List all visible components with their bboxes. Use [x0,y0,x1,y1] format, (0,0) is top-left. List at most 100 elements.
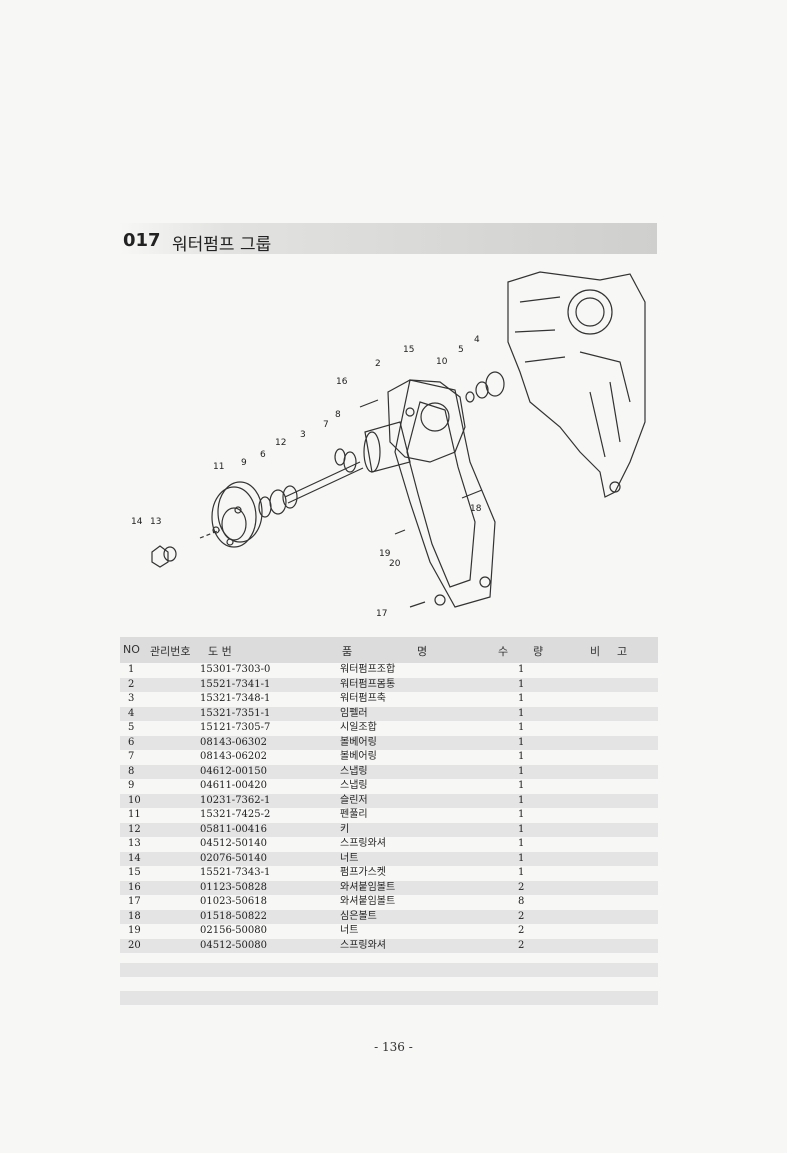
table-row: 14 02076-50140 너트 1 [120,851,658,866]
table-row: 20 04512-50080 스프링와셔 2 [120,938,658,953]
blank-row-bar [120,991,658,1005]
row-quantity: 1 [518,707,525,719]
callout-20: 20 [389,559,401,569]
header-remark-1: 비 [590,645,601,658]
row-quantity: 1 [518,736,525,748]
row-part-name: 스프링와셔 [340,939,386,951]
header-mgmt-no: 관리번호 [150,645,191,658]
row-quantity: 1 [518,867,525,878]
row-part-name: 와셔붙임볼트 [340,881,396,893]
row-no: 20 [128,939,141,951]
row-part-name: 슬린저 [340,794,368,806]
row-part-name: 볼베어링 [340,736,377,748]
section-title-bar [120,223,657,254]
callout-11: 11 [213,462,224,472]
row-part-name: 와셔붙임볼트 [340,896,396,907]
callout-3: 3 [300,430,306,440]
row-quantity: 2 [518,939,525,951]
row-no: 14 [128,852,141,864]
row-no: 12 [128,823,141,835]
exploded-parts-diagram: 15 2 10 5 4 16 8 7 3 12 6 9 11 18 13 14 … [131,271,646,619]
callout-10: 10 [436,357,448,367]
row-part-number: 08143-06302 [200,736,268,748]
callout-13: 13 [150,517,161,527]
header-remark-2: 고 [617,645,628,658]
callout-6: 6 [260,450,266,460]
row-part-name: 볼베어링 [340,751,377,762]
callout-5: 5 [458,345,464,355]
blank-row-bar [120,963,658,977]
row-part-name: 스냅링 [340,765,368,777]
row-part-number: 15321-7425-2 [200,809,271,820]
row-no: 4 [128,707,135,719]
header-name-1: 품 [342,645,353,658]
row-no: 6 [128,736,135,748]
row-part-name: 너트 [340,925,359,936]
row-no: 8 [128,765,135,777]
callout-labels: 15 2 10 5 4 16 8 7 3 12 6 9 11 18 13 14 … [131,335,482,619]
callout-2: 2 [375,359,381,369]
row-part-number: 02076-50140 [200,852,268,864]
row-part-name: 워터펌프몸통 [340,678,396,690]
table-header: NO 관리번호 도 번 품 명 수 량 비 고 [120,637,658,663]
row-quantity: 2 [518,925,525,936]
callout-19: 19 [379,549,391,559]
callout-12: 12 [275,438,286,448]
header-drawing-no: 도 번 [208,645,232,658]
row-quantity: 1 [518,838,525,849]
row-quantity: 1 [518,722,525,733]
row-part-name: 스프링와셔 [340,838,386,849]
row-part-number: 08143-06202 [200,751,268,762]
row-no: 2 [128,678,135,690]
callout-9: 9 [241,458,247,468]
row-part-name: 시일조합 [340,722,377,733]
callout-4: 4 [474,335,480,345]
row-part-name: 펌프가스켓 [340,867,386,878]
row-part-number: 15321-7348-1 [200,693,271,704]
table-row: 1 15301-7303-0 워터펌프조합 1 [120,663,658,678]
row-part-name: 너트 [340,852,359,864]
row-quantity: 1 [518,678,525,690]
row-part-number: 15121-7305-7 [200,722,271,733]
table-row: 6 08143-06302 볼베어링 1 [120,735,658,750]
row-part-name: 워터펌프조합 [340,664,396,675]
row-part-number: 04512-50080 [200,939,268,951]
row-quantity: 1 [518,780,525,791]
callout-7: 7 [323,420,329,430]
row-part-number: 15521-7343-1 [200,867,271,878]
parts-table: NO 관리번호 도 번 품 명 수 량 비 고 1 15301-7303-0 워터펌… [120,637,658,1005]
row-part-number: 15301-7303-0 [200,664,271,675]
row-no: 1 [128,664,135,675]
row-quantity: 1 [518,823,525,835]
row-no: 13 [128,838,141,849]
row-quantity: 8 [518,896,525,907]
row-quantity: 1 [518,809,525,820]
callout-14: 14 [131,517,143,527]
row-no: 16 [128,881,141,893]
row-quantity: 2 [518,881,525,893]
row-quantity: 2 [518,910,525,922]
section-title: 워터펌프 그룹 [172,235,272,255]
row-part-number: 15321-7351-1 [200,707,271,719]
row-no: 7 [128,751,135,762]
row-no: 5 [128,722,135,733]
row-quantity: 1 [518,852,525,864]
row-quantity: 1 [518,664,525,675]
row-part-number: 05811-00416 [200,823,268,835]
table-row: 5 15121-7305-7 시일조합 1 [120,721,658,736]
callout-8: 8 [335,410,341,420]
callout-17: 17 [376,609,387,619]
section-number: 017 [123,230,161,251]
row-part-name: 펜풀리 [340,809,368,820]
row-no: 19 [128,925,141,936]
